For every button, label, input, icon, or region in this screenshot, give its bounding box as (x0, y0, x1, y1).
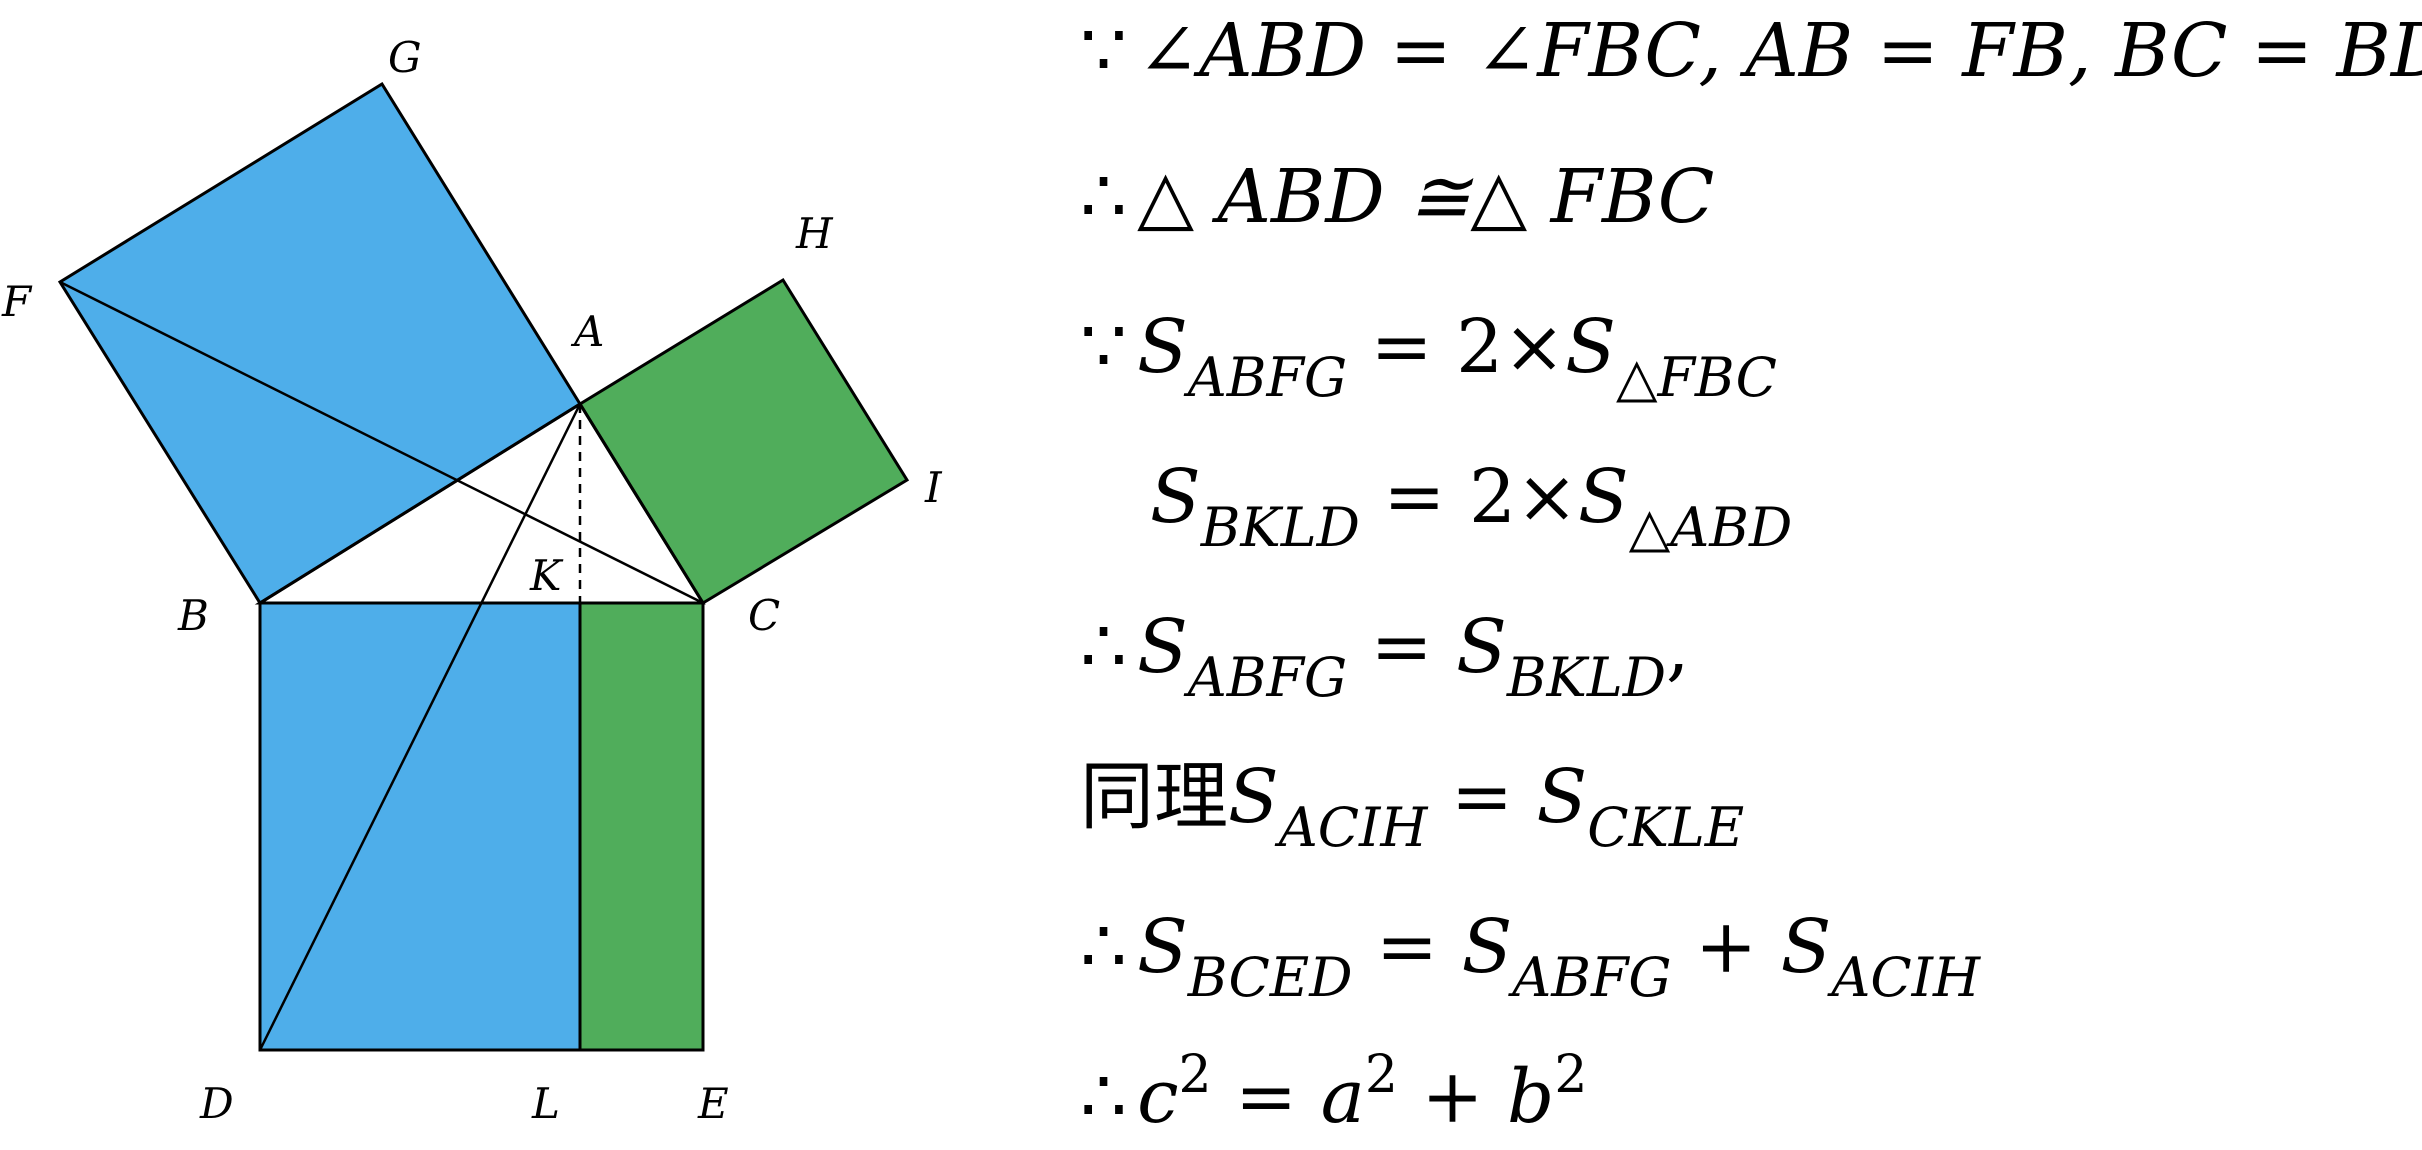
line-fc (59, 280, 704, 605)
proof-line-7: ∴SBCED = SABFG + SACIH (1080, 910, 1980, 1005)
exponent: 2 (1364, 1045, 1398, 1105)
label-h: H (795, 209, 834, 258)
exponent: 2 (1178, 1045, 1212, 1105)
therefore-symbol: ∴ (1080, 904, 1128, 990)
pythagoras-figure: G F H A I B C K D L E (1, 33, 943, 1128)
proof-operator: + (1671, 904, 1781, 990)
label-b: B (177, 591, 209, 640)
area-subscript: BCED (1187, 946, 1353, 1009)
area-symbol: S (1456, 604, 1507, 690)
label-d: D (199, 1079, 234, 1128)
var-c: c (1137, 1054, 1179, 1140)
line-ad (258, 403, 582, 1051)
area-symbol: S (1536, 754, 1588, 840)
proof-operator: = 2× (1347, 304, 1566, 390)
area-subscript: ABFG (1512, 946, 1672, 1009)
therefore-symbol: ∴ (1080, 154, 1128, 240)
area-subscript: △FBC (1615, 346, 1777, 409)
proof-line-5: ∴SABFG = SBKLD, (1080, 610, 1690, 705)
square-abfg (57, 81, 583, 606)
label-a: A (570, 307, 604, 356)
proof-line-1: ∵∠ABD = ∠FBC, AB = FB, BC = BD (1080, 14, 2422, 88)
proof-operator: = (1352, 904, 1462, 990)
rect-bkld (258, 601, 582, 1052)
square-acih (577, 277, 910, 606)
because-symbol: ∵ (1080, 8, 1128, 94)
proof-text: △ ABD ≅△ FBC (1137, 154, 1715, 240)
area-symbol: S (1578, 454, 1629, 540)
exponent: 2 (1554, 1045, 1588, 1105)
proof-line-3: ∵SABFG = 2×S△FBC (1080, 310, 1777, 405)
proof-line-8: ∴c2 = a2 + b2 (1080, 1049, 1587, 1134)
var-b: b (1506, 1054, 1555, 1140)
therefore-symbol: ∴ (1080, 1054, 1128, 1140)
label-l: L (531, 1079, 560, 1128)
label-e: E (697, 1079, 729, 1128)
proof-operator: = (1211, 1054, 1321, 1140)
label-i: I (924, 463, 943, 512)
proof-text: ∠ABD = ∠FBC, AB = FB, BC = BD (1137, 8, 2422, 94)
label-f: F (1, 277, 33, 326)
area-symbol: S (1150, 454, 1201, 540)
area-subscript: BKLD (1200, 496, 1360, 559)
proof-line-4: SBKLD = 2×S△ABD (1150, 460, 1792, 555)
label-g: G (388, 33, 422, 82)
label-c: C (748, 591, 780, 640)
proof-operator: + (1397, 1054, 1507, 1140)
rect-ckle (578, 601, 705, 1052)
var-a: a (1320, 1054, 1365, 1140)
therefore-symbol: ∴ (1080, 604, 1128, 690)
proof-line-6: 同理SACIH = SCKLE (1080, 760, 1744, 855)
because-symbol: ∵ (1080, 304, 1128, 390)
proof-steps: ∵∠ABD = ∠FBC, AB = FB, BC = BD ∴△ ABD ≅△… (1080, 0, 2422, 1150)
proof-operator: = 2× (1359, 454, 1579, 540)
area-symbol: S (1565, 304, 1616, 390)
similarly-text: 同理 (1080, 754, 1228, 840)
proof-line-2: ∴△ ABD ≅△ FBC (1080, 160, 1714, 234)
area-symbol: S (1228, 754, 1279, 840)
proof-operator: = (1427, 754, 1537, 840)
area-subscript: ABFG (1187, 346, 1348, 409)
area-symbol: S (1137, 604, 1188, 690)
area-subscript: BKLD (1506, 646, 1667, 709)
area-subscript: CKLE (1587, 796, 1745, 859)
proof-operator: = (1347, 604, 1457, 690)
area-subscript: ABFG (1187, 646, 1348, 709)
area-subscript: ACIH (1278, 796, 1428, 859)
proof-comma: , (1666, 604, 1690, 690)
area-symbol: S (1780, 904, 1832, 990)
label-k: K (529, 551, 564, 600)
area-subscript: ACIH (1831, 946, 1981, 1009)
area-subscript: △ABD (1628, 496, 1793, 559)
area-symbol: S (1137, 904, 1188, 990)
area-symbol: S (1461, 904, 1513, 990)
area-symbol: S (1137, 304, 1188, 390)
